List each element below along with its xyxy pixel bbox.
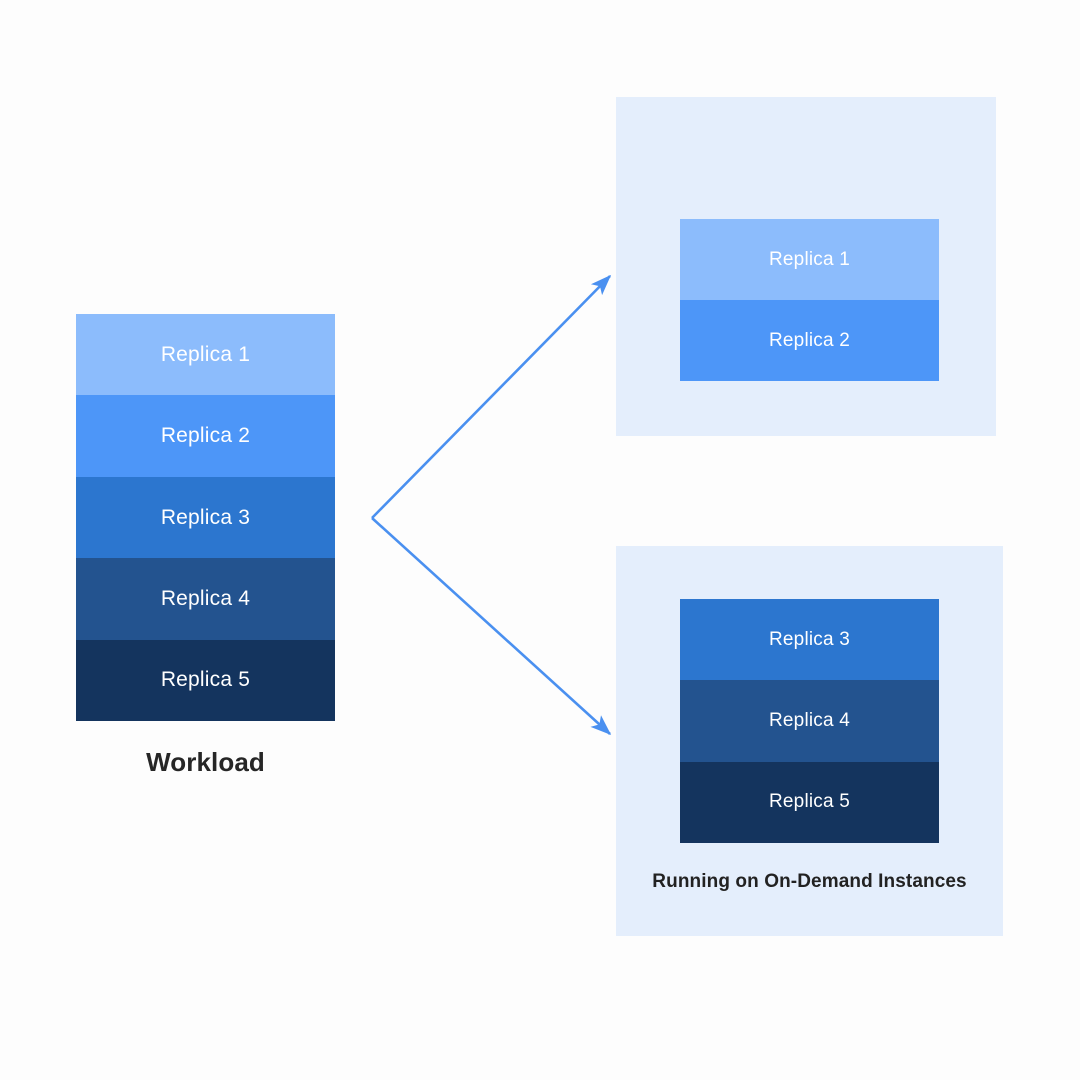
workload-replica-3: Replica 3	[76, 476, 335, 559]
panel-spot-instances: Running on Spot Instances Replica 1 Repl…	[616, 97, 996, 436]
workload-group: Replica 1 Replica 2 Replica 3 Replica 4 …	[76, 314, 335, 778]
workload-replica-3-label: Replica 3	[160, 505, 251, 529]
workload-replica-5-label: Replica 5	[160, 668, 251, 692]
workload-replica-1-label: Replica 1	[160, 342, 251, 366]
ondemand-replica-stack: Replica 3 Replica 4 Replica 5	[680, 599, 939, 843]
spot-replica-1-label: Replica 1	[768, 248, 850, 270]
panel-ondemand-title: Running on On-Demand Instances	[652, 871, 967, 892]
ondemand-replica-5-label: Replica 5	[768, 791, 850, 813]
spot-replica-2-label: Replica 2	[768, 329, 850, 351]
workload-replica-1: Replica 1	[76, 314, 335, 396]
ondemand-replica-4-label: Replica 4	[768, 709, 850, 731]
workload-replica-4: Replica 4	[76, 558, 335, 640]
workload-replica-2-label: Replica 2	[160, 424, 251, 448]
spot-replica-stack: Replica 1 Replica 2	[680, 219, 939, 381]
ondemand-replica-5: Replica 5	[680, 761, 939, 843]
workload-caption: Workload	[146, 747, 265, 777]
ondemand-replica-3: Replica 3	[680, 599, 939, 681]
workload-replica-stack: Replica 1 Replica 2 Replica 3 Replica 4 …	[76, 314, 335, 722]
workload-replica-5: Replica 5	[76, 639, 335, 722]
arrow-to-spot	[371, 274, 612, 519]
ondemand-replica-3-label: Replica 3	[768, 628, 850, 650]
spot-replica-2: Replica 2	[680, 300, 939, 381]
workload-replica-4-label: Replica 4	[160, 586, 251, 610]
workload-replica-2: Replica 2	[76, 395, 335, 477]
ondemand-replica-4: Replica 4	[680, 680, 939, 762]
panel-ondemand-instances: Replica 3 Replica 4 Replica 5 Running on…	[616, 546, 1003, 936]
spot-replica-1: Replica 1	[680, 219, 939, 300]
arrow-to-ondemand	[371, 517, 612, 736]
